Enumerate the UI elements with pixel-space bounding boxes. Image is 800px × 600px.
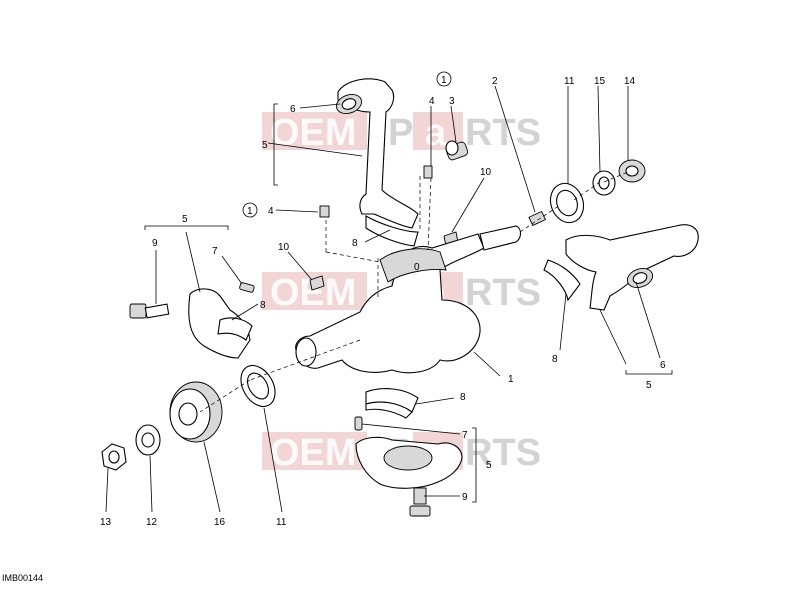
bolt-left — [129, 303, 147, 319]
connecting-rod-top — [335, 78, 419, 247]
watermark-rts-bottom: RTS — [465, 432, 541, 474]
label-grub-screw: 4 — [429, 96, 435, 107]
reference-badge-left: 1 — [242, 202, 258, 218]
leader-lines — [105, 85, 673, 513]
crankshaft — [295, 225, 522, 374]
label-nut: 13 — [100, 517, 112, 528]
label-spacer-ring: 14 — [624, 76, 636, 87]
label-crankshaft: 1 — [508, 374, 514, 385]
label-gear: 16 — [214, 517, 226, 528]
watermark-rts-top: RTS — [465, 112, 541, 154]
badge-text-top: 1 — [441, 75, 447, 86]
key-mid — [309, 275, 325, 291]
watermark-oem-bottom: OEM — [270, 432, 357, 474]
label-nut-ring: 15 — [594, 76, 606, 87]
label-small-end-bush-top: 6 — [290, 104, 296, 115]
label-small-end-bush-right: 6 — [660, 360, 666, 371]
label-set-5-right: 5 — [646, 380, 652, 391]
badge-text-left: 1 — [247, 206, 253, 217]
label-big-end-bush: 3 — [449, 96, 455, 107]
part-labels: 6 5 4 3 2 11 15 14 10 4 8 10 0 5 9 7 8 1… — [100, 76, 666, 528]
label-grub-screw-left: 4 — [268, 206, 274, 217]
label-set-5-top-left: 5 — [262, 140, 268, 151]
label-shell-right: 8 — [552, 354, 558, 365]
grub-screw-left — [319, 205, 330, 218]
label-dowel-bottom: 7 — [462, 430, 468, 441]
gear — [169, 381, 223, 443]
label-washer-right: 11 — [564, 76, 575, 87]
reference-badge-top: 1 — [436, 71, 452, 87]
connecting-rod-right — [543, 224, 699, 311]
label-set-5-bottom: 5 — [486, 460, 492, 471]
label-shaft-bolt: 2 — [492, 76, 498, 87]
label-washer-small: 12 — [146, 517, 158, 528]
big-end-bush — [445, 140, 469, 161]
label-washer-left: 11 — [276, 517, 287, 528]
label-key-top: 10 — [480, 167, 492, 178]
watermark-oem-mid: OEM — [270, 272, 357, 314]
label-key-mid: 10 — [278, 242, 290, 253]
label-shell-center: 8 — [352, 238, 358, 249]
watermark-rts-mid: RTS — [465, 272, 541, 314]
label-bolt-left: 9 — [152, 238, 158, 249]
diagram-code: IMB00144 — [2, 573, 43, 583]
dowel-bottom — [354, 416, 363, 431]
label-zero-mark: 0 — [414, 262, 420, 273]
watermark-p-top: P — [388, 112, 413, 154]
label-shell-left: 8 — [260, 300, 266, 311]
grub-screw-top — [423, 165, 433, 179]
label-set-5-mid-left: 5 — [182, 214, 188, 225]
watermark-oem-top: OEM — [270, 112, 357, 154]
watermark-a-top: a — [425, 112, 447, 154]
label-shell-lower: 8 — [460, 392, 466, 403]
label-bolt-bottom: 9 — [462, 492, 468, 503]
label-dowel-left: 7 — [212, 246, 218, 257]
assembly-lines — [199, 171, 629, 413]
grub-screw-2 — [528, 210, 547, 227]
dowel-left — [239, 282, 255, 293]
